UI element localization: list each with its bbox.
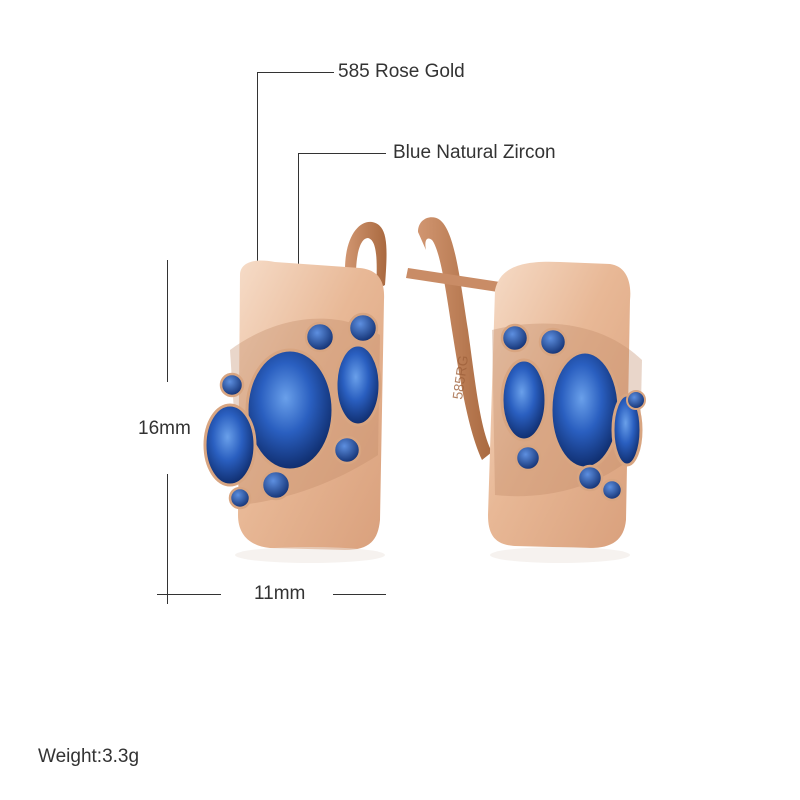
height-label: 16mm: [138, 418, 191, 439]
weight-label: Weight:3.3g: [38, 746, 140, 767]
right-earring: [406, 217, 646, 548]
height-line-bottom: [167, 474, 168, 604]
width-line-left: [157, 594, 221, 595]
stone-label: Blue Natural Zircon: [393, 142, 556, 163]
engraving-text: 585RG: [449, 354, 471, 400]
width-line-right: [333, 594, 386, 595]
width-label: 11mm: [254, 583, 306, 604]
stone-leader-h: [298, 153, 386, 154]
height-line-top: [167, 260, 168, 382]
material-leader-h: [257, 72, 334, 73]
left-earring: [203, 221, 387, 550]
material-leader-v: [257, 72, 258, 320]
material-label: 585 Rose Gold: [338, 61, 465, 82]
